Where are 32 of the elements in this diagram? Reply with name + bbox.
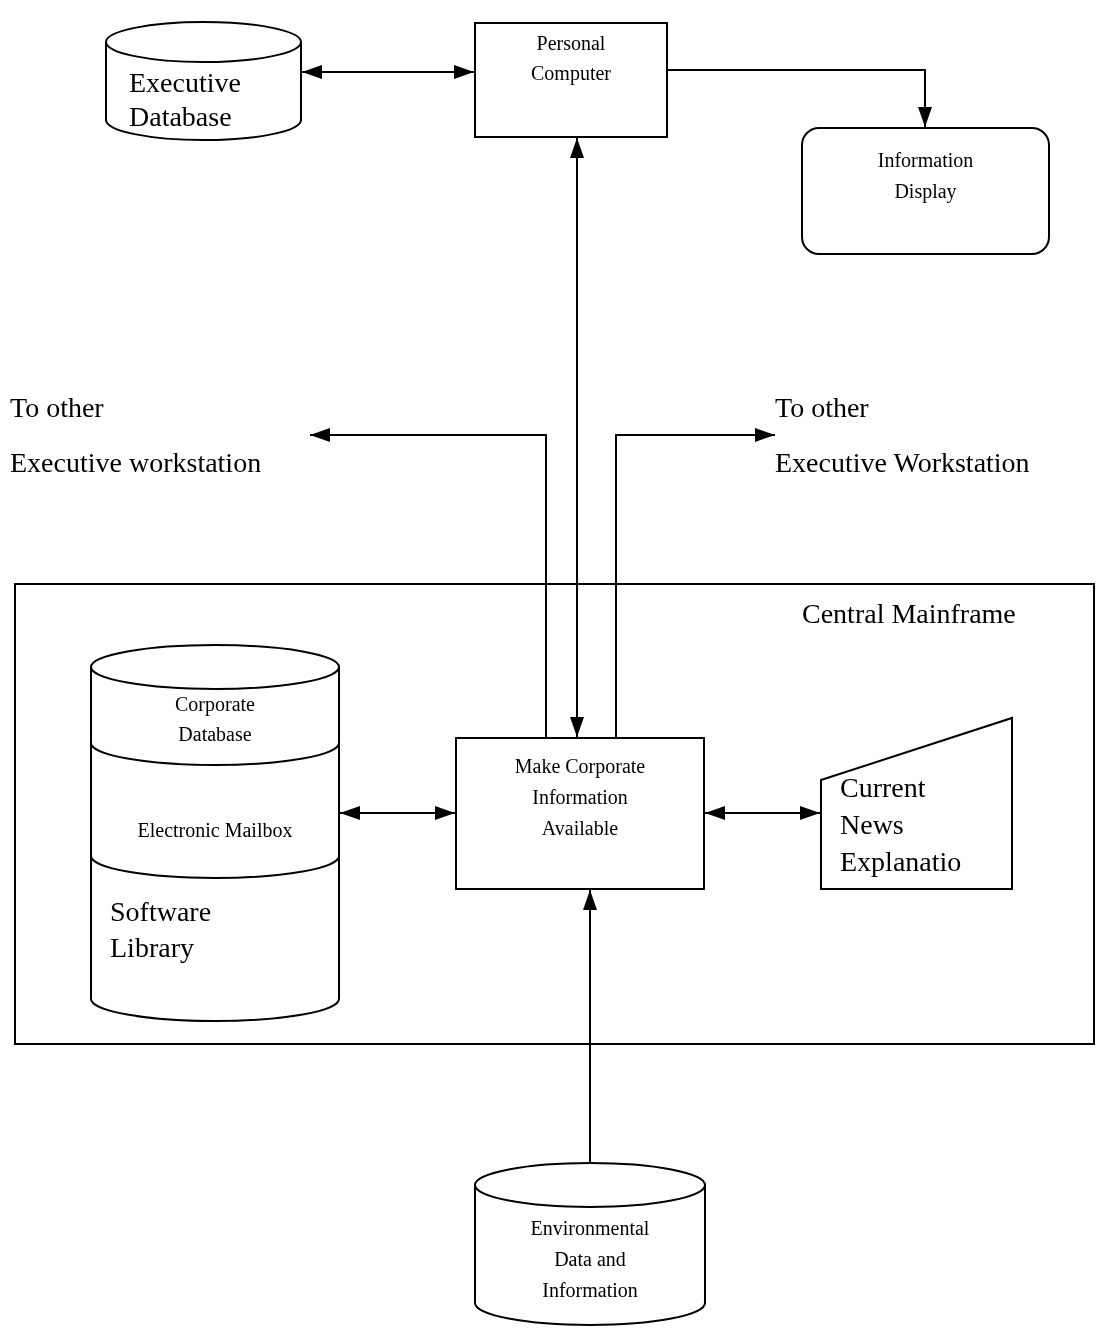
arrow bbox=[667, 69, 932, 128]
mainframe-box bbox=[14, 583, 1095, 1045]
annotation-text: Executive workstation bbox=[10, 446, 263, 480]
process-box bbox=[455, 737, 705, 890]
arrow bbox=[301, 65, 475, 79]
arrow bbox=[339, 806, 456, 820]
node-label: Information Display bbox=[876, 148, 975, 205]
node-label: Executive Database bbox=[129, 66, 242, 134]
node-label: Corporate Database bbox=[174, 692, 256, 747]
arrow bbox=[309, 428, 547, 738]
node-label: Personal Computer bbox=[530, 31, 612, 87]
display-box bbox=[801, 127, 1050, 255]
annotation-text: To other bbox=[775, 391, 870, 425]
group-title: Central Mainframe bbox=[802, 597, 1016, 631]
node-label: Environmental Data and Information bbox=[529, 1216, 651, 1303]
database-cylinder bbox=[105, 22, 302, 140]
database-cylinder-section bbox=[90, 856, 340, 1021]
node-label: Electronic Mailbox bbox=[136, 818, 294, 843]
database-cylinder bbox=[474, 1163, 706, 1325]
annotation-text: Executive Workstation bbox=[775, 446, 1031, 480]
process-box bbox=[474, 22, 668, 138]
node-label: Make Corporate Information Available bbox=[513, 754, 647, 841]
display-trapezoid bbox=[820, 717, 1013, 890]
node-label: Current News Explanatio bbox=[840, 771, 963, 879]
annotation-text: To other bbox=[10, 391, 105, 425]
arrow bbox=[570, 137, 584, 738]
database-cylinder-section bbox=[90, 645, 340, 765]
database-cylinder-section bbox=[90, 743, 340, 878]
arrow bbox=[704, 806, 821, 820]
node-label: Software Library bbox=[110, 895, 213, 965]
arrow bbox=[583, 889, 597, 1164]
arrow bbox=[615, 428, 776, 738]
